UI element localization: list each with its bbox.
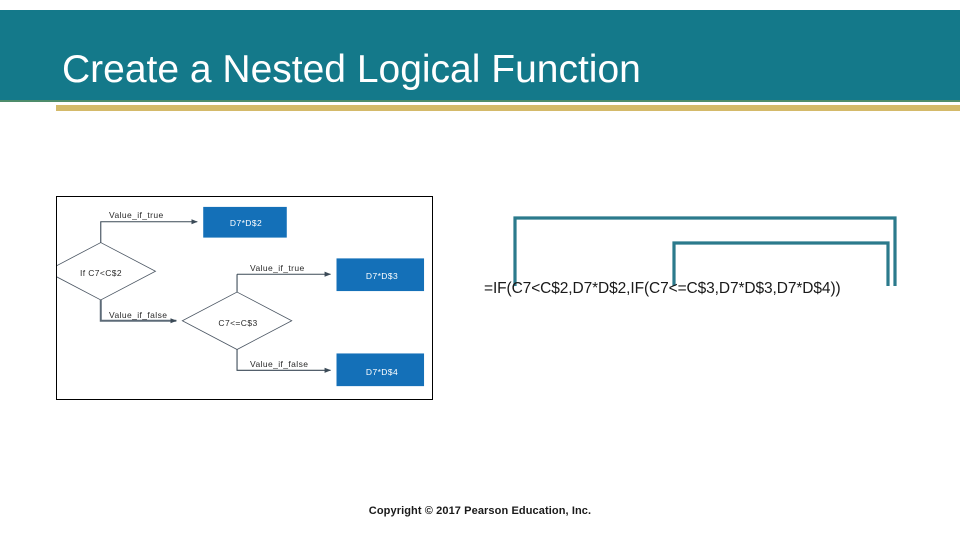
edge-false-2 — [236, 349, 332, 373]
bracket-canvas — [513, 216, 897, 286]
result-box-1 — [203, 206, 287, 238]
edge-true-1 — [100, 219, 198, 243]
decision-diamond-1 — [57, 242, 157, 301]
title-rule-teal — [0, 100, 960, 102]
copyright-notice: Copyright © 2017 Pearson Education, Inc. — [368, 505, 592, 517]
result-box-3 — [336, 353, 425, 387]
flowchart-canvas — [57, 206, 425, 387]
edge-label-true-2: Value_if_true — [250, 263, 305, 273]
decision-diamond-1-label: If C7<C$2 — [79, 268, 123, 278]
outer-if-bracket — [513, 216, 897, 286]
nested-if-flowchart: If C7<C$2 C7<=C$3 D7*D$2 D7*D$3 D7*D$4 V… — [56, 196, 433, 400]
edge-label-false-2: Value_if_false — [250, 359, 309, 369]
nested-if-formula: =IF(C7<C$2,D7*D$2,IF(C7<=C$3,D7*D$3,D7*D… — [484, 280, 841, 297]
edge-label-false-1: Value_if_false — [109, 310, 168, 320]
title-banner — [0, 10, 960, 100]
title-rule-gold — [56, 105, 960, 111]
edge-false-1 — [99, 299, 177, 324]
result-box-2-label: D7*D$3 — [365, 271, 399, 281]
result-box-1-label: D7*D$2 — [229, 218, 263, 228]
result-box-3-label: D7*D$4 — [365, 367, 399, 377]
page-title: Create a Nested Logical Function — [62, 48, 641, 91]
formula-annotation-group: =IF(C7<C$2,D7*D$2,IF(C7<=C$3,D7*D$3,D7*D… — [470, 200, 930, 310]
decision-diamond-2-label: C7<=C$3 — [218, 318, 258, 328]
inner-if-bracket — [672, 241, 890, 286]
result-box-2 — [336, 258, 425, 292]
title-rule-gap — [0, 102, 960, 105]
edge-label-true-1: Value_if_true — [109, 210, 164, 220]
